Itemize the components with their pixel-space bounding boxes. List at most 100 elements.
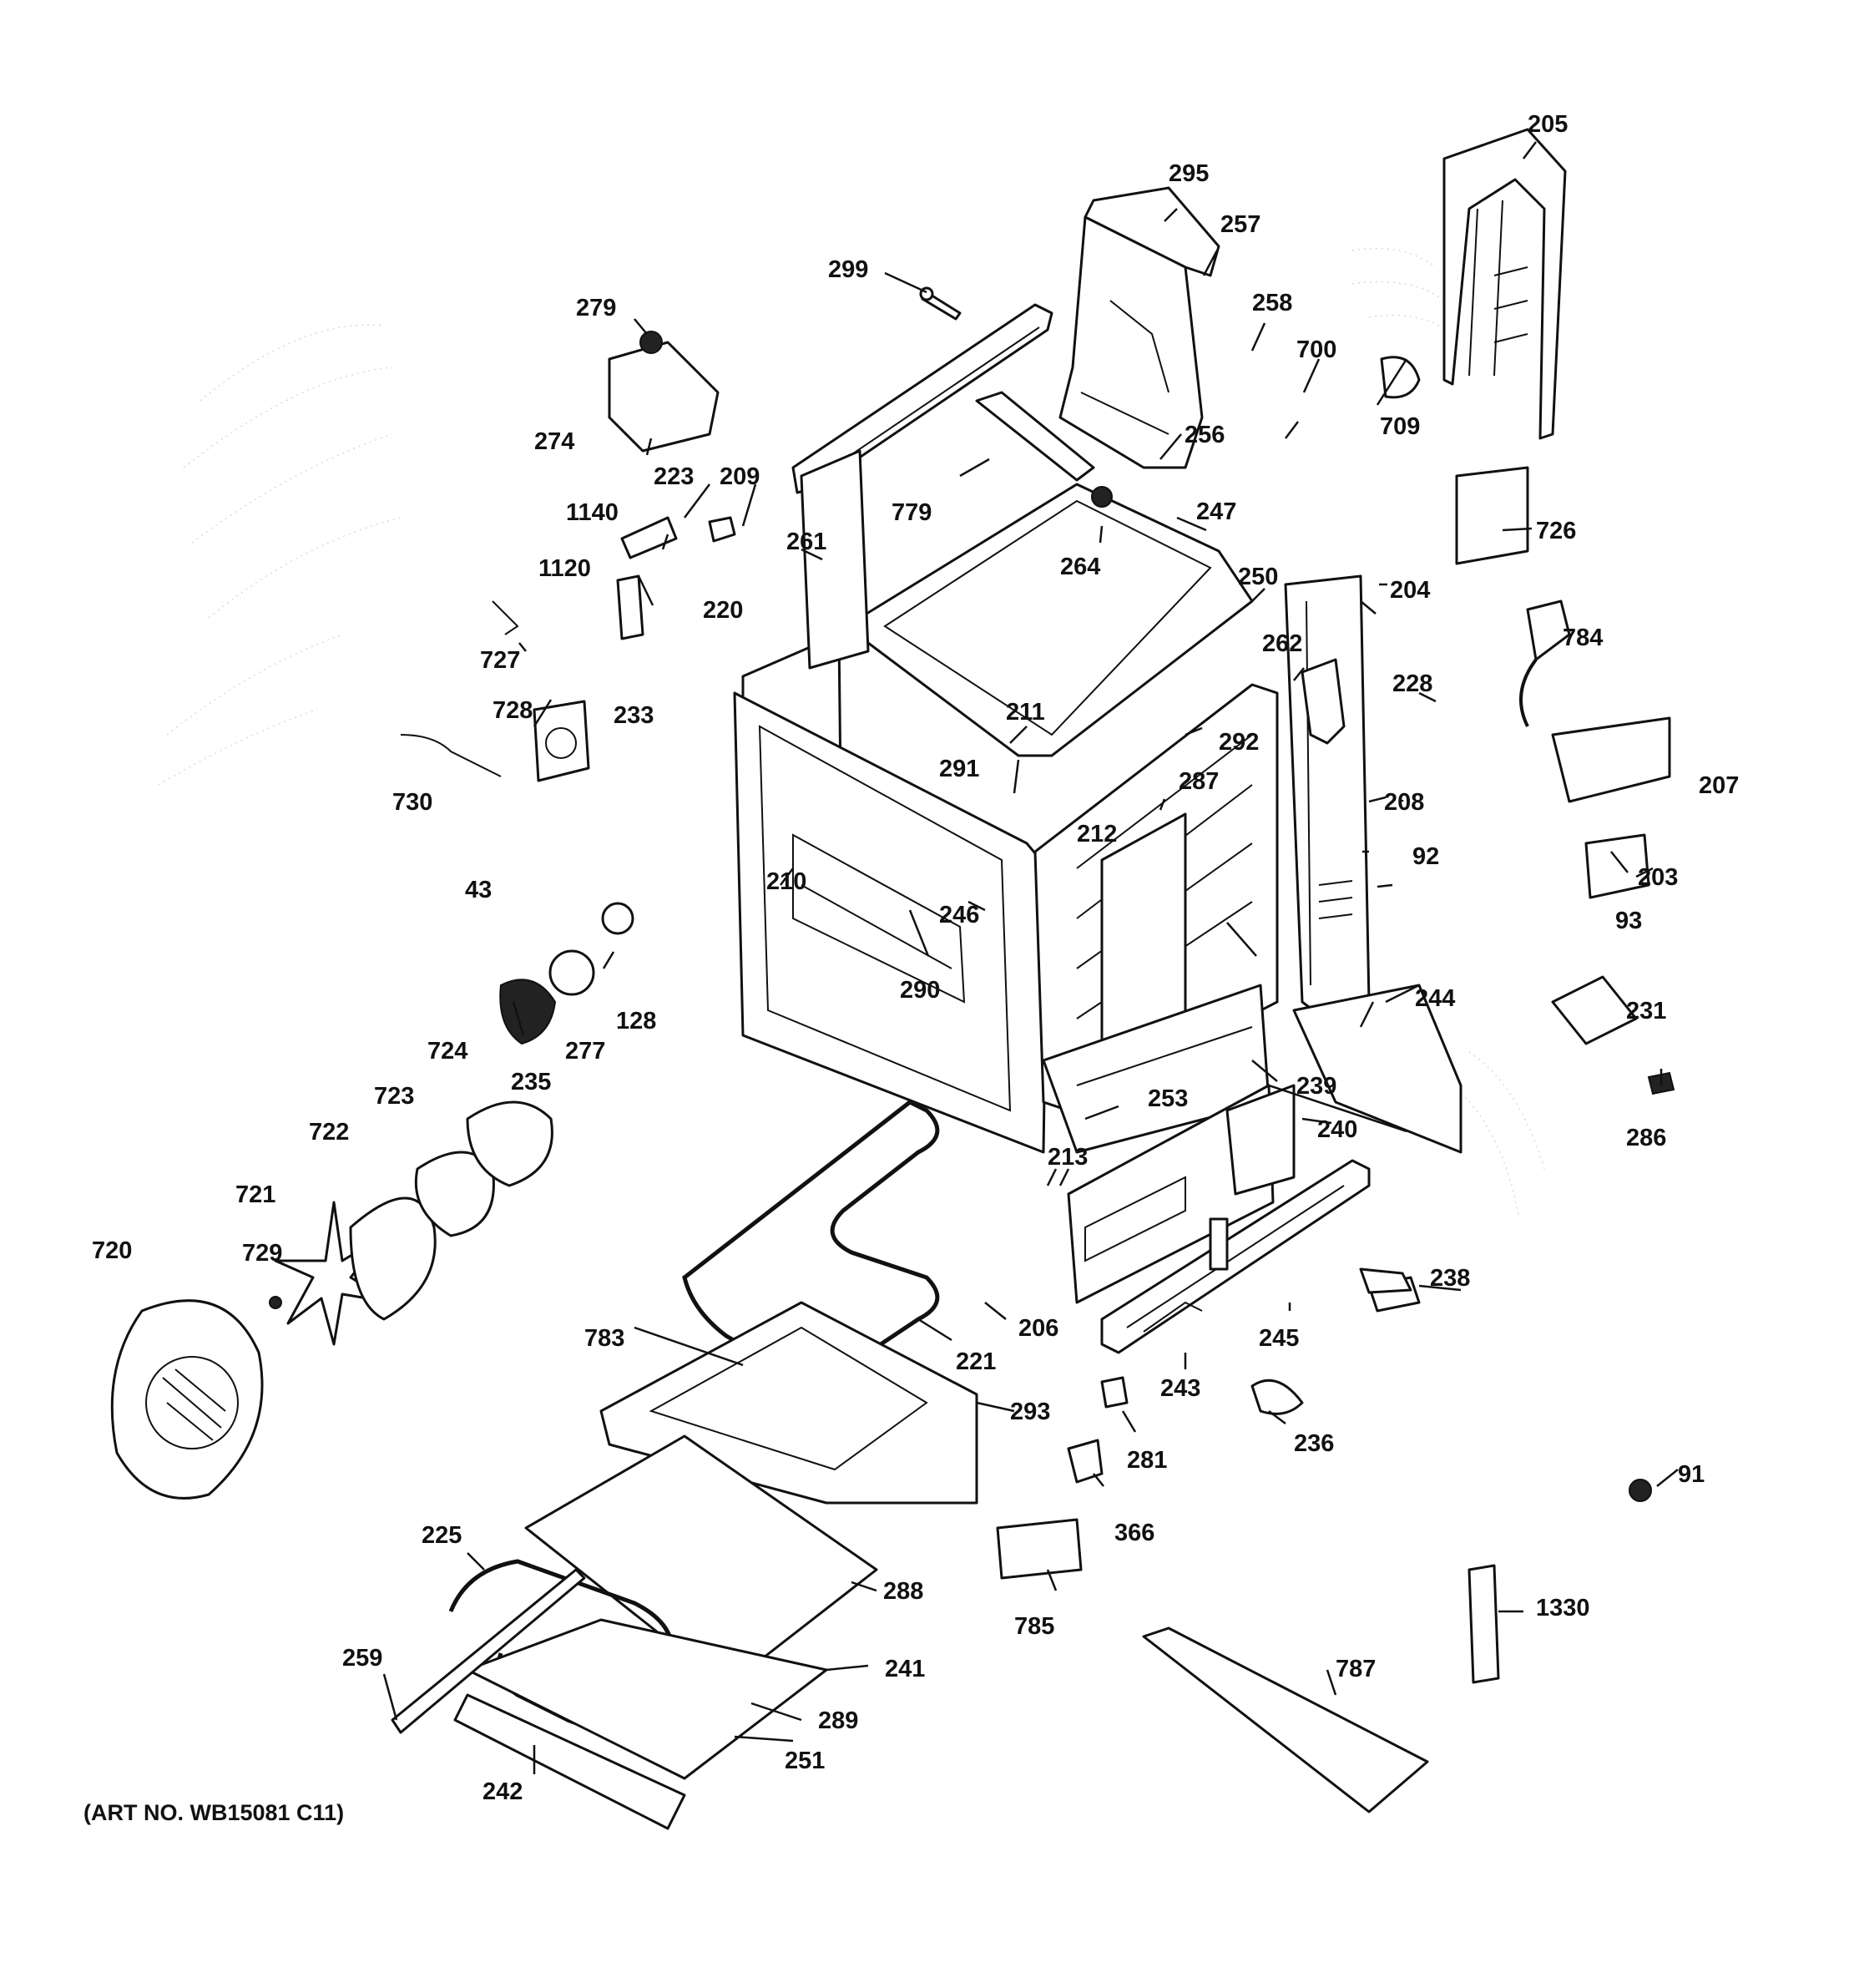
callout-366: 366: [1114, 1520, 1154, 1546]
part-253-lower-panel: [1067, 1084, 1296, 1304]
callout-288: 288: [883, 1578, 923, 1605]
callout-231: 231: [1626, 998, 1666, 1024]
callout-220: 220: [703, 597, 743, 624]
callout-92: 92: [1412, 843, 1439, 870]
exploded-view: [110, 128, 1675, 1830]
callout-257: 257: [1220, 211, 1260, 238]
callout-223: 223: [654, 463, 694, 490]
callout-203: 203: [1638, 864, 1678, 891]
part-small-components-left: [400, 331, 736, 782]
callout-210: 210: [766, 868, 806, 895]
callout-787: 787: [1336, 1656, 1376, 1682]
callout-729: 729: [242, 1240, 282, 1267]
callout-264: 264: [1060, 554, 1100, 580]
callout-286: 286: [1626, 1125, 1666, 1151]
callout-292: 292: [1219, 729, 1259, 756]
callout-221: 221: [956, 1348, 996, 1375]
callout-211: 211: [1006, 699, 1045, 726]
callout-724: 724: [427, 1038, 467, 1065]
callout-259: 259: [342, 1645, 382, 1672]
callout-209: 209: [720, 463, 760, 490]
callout-235: 235: [511, 1069, 551, 1095]
part-small-components-center: [996, 1267, 1412, 1580]
callout-246: 246: [939, 902, 979, 928]
callout-779: 779: [892, 499, 932, 526]
callout-128: 128: [616, 1008, 656, 1034]
callout-256: 256: [1185, 422, 1225, 448]
callout-287: 287: [1179, 768, 1219, 795]
callout-1140: 1140: [566, 499, 619, 526]
leader-lines: [382, 141, 1679, 1774]
callout-785: 785: [1014, 1613, 1054, 1640]
callout-721: 721: [235, 1181, 275, 1208]
part-oven-cavity: [733, 449, 1279, 1154]
part-295-vent-duct: [1058, 186, 1220, 469]
part-244-rear-panel: [1292, 984, 1462, 1154]
callout-243: 243: [1160, 1375, 1200, 1402]
part-243-burner-tray: [1100, 1159, 1371, 1354]
callout-244: 244: [1415, 985, 1455, 1012]
callout-233: 233: [614, 702, 654, 729]
callout-212: 212: [1077, 821, 1117, 847]
callout-242: 242: [482, 1778, 523, 1805]
callout-207: 207: [1699, 772, 1739, 799]
callout-241: 241: [885, 1656, 925, 1682]
callout-726: 726: [1536, 518, 1576, 544]
callout-277: 277: [565, 1038, 605, 1065]
callout-290: 290: [900, 977, 940, 1004]
callout-240: 240: [1317, 1116, 1357, 1143]
callout-279: 279: [576, 295, 616, 321]
part-779-strip: [975, 391, 1095, 482]
callout-289: 289: [818, 1707, 858, 1734]
callout-205: 205: [1528, 111, 1568, 138]
part-221-bake-element: [682, 1100, 940, 1380]
callout-261: 261: [786, 529, 826, 555]
background-stipple: [158, 247, 1545, 1220]
callout-727: 727: [480, 647, 520, 674]
callout-700: 700: [1296, 336, 1336, 363]
callout-258: 258: [1252, 290, 1292, 316]
callout-281: 281: [1127, 1447, 1167, 1474]
callout-262: 262: [1262, 630, 1302, 657]
part-299-screw: [919, 286, 962, 321]
callout-247: 247: [1196, 498, 1236, 525]
callout-91: 91: [1678, 1461, 1705, 1488]
callout-208: 208: [1384, 789, 1424, 816]
callout-295: 295: [1169, 160, 1209, 187]
callout-720: 720: [92, 1237, 132, 1264]
callout-206: 206: [1018, 1315, 1058, 1342]
callout-1120: 1120: [538, 555, 591, 582]
part-convection-fan: [110, 902, 634, 1500]
callout-43: 43: [465, 877, 492, 903]
callout-709: 709: [1380, 413, 1420, 440]
callout-225: 225: [422, 1522, 462, 1549]
callout-723: 723: [374, 1083, 414, 1110]
callout-293: 293: [1010, 1399, 1050, 1425]
callout-291: 291: [939, 756, 979, 782]
callout-238: 238: [1430, 1265, 1470, 1292]
callout-722: 722: [309, 1119, 349, 1146]
callout-204: 204: [1390, 577, 1430, 604]
part-259-slide-rail: [391, 1568, 586, 1734]
callout-228: 228: [1392, 670, 1432, 697]
callout-1330: 1330: [1536, 1595, 1590, 1621]
callout-93: 93: [1615, 908, 1642, 934]
art-number-caption: (ART NO. WB15081 C11): [83, 1800, 344, 1825]
part-262-bracket: [1301, 658, 1346, 745]
callout-784: 784: [1563, 625, 1603, 651]
callout-730: 730: [392, 789, 432, 816]
callout-239: 239: [1296, 1073, 1336, 1100]
part-205-channel: [1442, 128, 1567, 440]
callout-299: 299: [828, 256, 868, 283]
callout-251: 251: [785, 1748, 825, 1774]
part-787-long-rail: [1142, 1626, 1429, 1813]
part-small-components-right: [1209, 356, 1675, 1684]
part-247-top-panel: [858, 483, 1254, 757]
callout-236: 236: [1294, 1430, 1334, 1457]
callout-245: 245: [1259, 1325, 1299, 1352]
callout-numbers: 205 295 257 299 258 700 279 709 256 274 …: [92, 111, 1739, 1805]
callout-783: 783: [584, 1325, 624, 1352]
callout-213: 213: [1048, 1144, 1088, 1171]
callout-274: 274: [534, 428, 574, 455]
